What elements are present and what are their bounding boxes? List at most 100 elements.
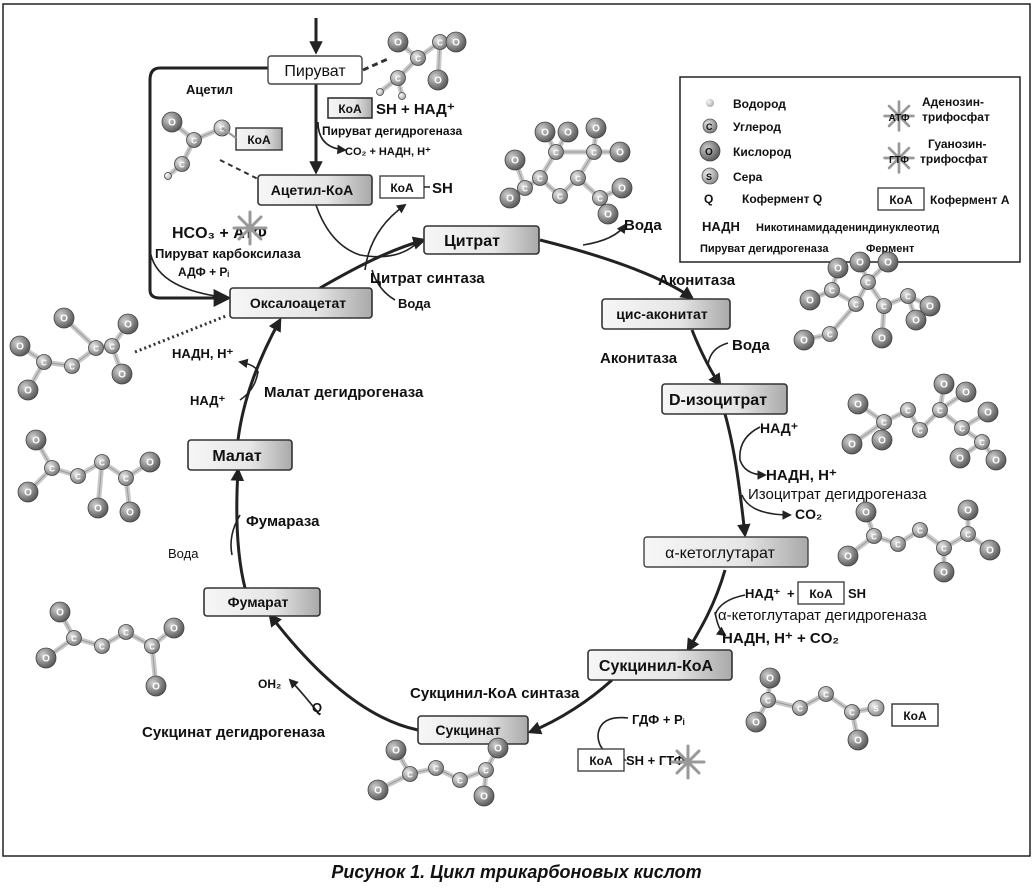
atom-letter: O (592, 124, 600, 135)
q-label: Q (312, 700, 322, 715)
carbon-atom (954, 420, 970, 436)
oxygen-atom (145, 675, 167, 697)
atom-letter: O (494, 744, 502, 755)
atom-letter: C (49, 465, 55, 474)
oxygen-atom (49, 601, 71, 623)
atom-letter: C (829, 287, 835, 296)
carbon-atom (64, 358, 80, 374)
succinate-label: Сукцинат (435, 722, 500, 738)
oxygen-atom (847, 729, 869, 751)
oxygen-atom (35, 647, 57, 669)
oxygen-atom (117, 313, 139, 335)
atom-letter: C (553, 149, 559, 158)
acetyl-label: Ацетил (186, 82, 233, 97)
atom-letter: O (862, 508, 870, 519)
atom-letter: O (940, 380, 948, 391)
oxygen-atom (855, 501, 877, 523)
oxygen-atom (87, 497, 109, 519)
water-out-label: Вода (624, 217, 662, 234)
oxygen-atom (17, 379, 39, 401)
atom-letter: C (437, 39, 443, 48)
hydrogen-atom (398, 92, 406, 100)
atom-letter: C (415, 55, 421, 64)
carbon-atom (876, 298, 892, 314)
aconitase-2-label: Аконитаза (600, 350, 678, 367)
water-fumarase-label: Вода (168, 546, 199, 561)
molecule-models: OCCCOOOCCSКоАOOCCCCOOOCOCOOCOCOCCOOCCOOO… (9, 31, 1007, 807)
oxygen-atom (799, 289, 821, 311)
oxygen-atom (534, 121, 556, 143)
oxygen-atom (139, 451, 161, 473)
carbon-atom-icon (702, 118, 718, 134)
carbon-atom (174, 156, 190, 172)
metabolite-boxes: Пируват Ацетил-КоА Цитрат цис-аконитат D… (187, 55, 809, 745)
carbon-atom (912, 422, 928, 438)
d-isocitrate-label: D-изоцитрат (669, 392, 767, 409)
carbon-atom (428, 760, 444, 776)
carbon-atom (104, 338, 120, 354)
carbon-atom (144, 638, 160, 654)
atom-letter: C (905, 293, 911, 302)
carbon-atom (822, 326, 838, 342)
legend-nadh-full: Никотинамидадениндинуклеотид (756, 222, 939, 234)
carbon-atom (824, 282, 840, 298)
nad-plus-2-label: НАД⁺ (745, 586, 781, 601)
sh-2-label: SH (848, 586, 866, 601)
carbon-atom (186, 132, 202, 148)
pyruvate-label: Пируват (284, 63, 346, 80)
oxygen-atom (905, 309, 927, 331)
atom-letter: C (979, 439, 985, 448)
coa-label-akg: КоА (809, 587, 833, 601)
atom-letter: O (506, 194, 514, 205)
atom-letter: C (827, 331, 833, 340)
atom-letter: C (123, 629, 129, 638)
malate-label: Малат (212, 448, 261, 465)
legend-gtp-abbr: ГТФ (889, 155, 909, 166)
legend-sulfur: Сера (733, 170, 763, 184)
legend-gtp-full-1: Гуанозин- (928, 137, 987, 151)
hydrogen-atom-icon (706, 99, 714, 107)
reaction-labels: Ацетил КоА SH + НАД⁺ Пируват дегидрогена… (142, 82, 927, 780)
legend-atom-c: C (706, 122, 713, 132)
fumarase-label: Фумараза (246, 513, 320, 530)
carbon-atom (848, 296, 864, 312)
atom-letter: C (849, 709, 855, 718)
carbon-atom (94, 454, 110, 470)
adp-pi-label: АДФ + Pᵢ (178, 265, 229, 279)
malate-box (187, 439, 293, 471)
atom-letter: O (992, 456, 1000, 467)
oxygen-atom (933, 561, 955, 583)
atom-letter: C (123, 475, 129, 484)
oxygen-atom (871, 327, 893, 349)
atom-letter: O (618, 184, 626, 195)
atom-letter: O (124, 320, 132, 331)
atom-letter: C (881, 419, 887, 428)
carbon-atom (402, 766, 418, 782)
oxygen-atom (933, 373, 955, 395)
sh-nad-label: SH + НАД⁺ (376, 101, 455, 118)
atom-letter: O (56, 608, 64, 619)
oxygen-atom (25, 429, 47, 451)
carbon-atom (552, 188, 568, 204)
atp-starburst-icon (232, 210, 268, 246)
oxygen-atom (557, 121, 579, 143)
carbon-atom (876, 414, 892, 430)
atom-letter: O (42, 654, 50, 665)
oxygen-atom (609, 141, 631, 163)
atom-letter: O (854, 400, 862, 411)
gdp-pi-label: ГДФ + Pᵢ (632, 712, 685, 727)
oxygen-atom (367, 779, 389, 801)
acetyl-coa-label: Ацетил-КоА (271, 182, 354, 198)
oxygen-atom (849, 251, 871, 273)
atom-letter: O (32, 436, 40, 447)
legend-coq: Кофермент Q (742, 192, 822, 206)
alpha-kg-box (643, 536, 809, 568)
atom-letter: O (541, 128, 549, 139)
coa-box-gtp (577, 748, 625, 772)
oxygen-atom (504, 149, 526, 171)
hydrogen-atom (164, 172, 172, 180)
